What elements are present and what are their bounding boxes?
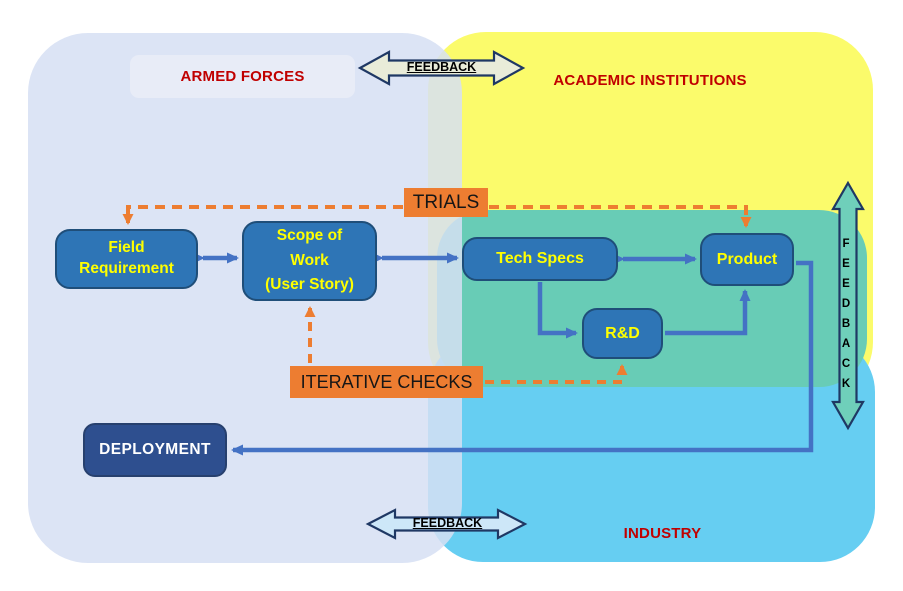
armed-forces-label-background	[130, 55, 355, 98]
node-deployment: DEPLOYMENT	[83, 423, 227, 477]
node-tech-specs: Tech Specs	[462, 237, 618, 281]
feedback-bottom-label: FEEDBACK	[412, 516, 483, 530]
feedback-right-label: FEEDBACK	[840, 238, 852, 398]
scope-of-work-line1: Scope of	[276, 226, 343, 244]
node-rnd: R&D	[582, 308, 663, 359]
academic-institutions-title: ACADEMIC INSTITUTIONS	[553, 72, 747, 89]
node-product: Product	[700, 233, 794, 286]
field-requirement-line1: Field	[108, 239, 145, 257]
industry-title: INDUSTRY	[623, 525, 702, 542]
scope-of-work-line3: (User Story)	[265, 276, 354, 294]
iterative-checks-tag: ITERATIVE CHECKS	[290, 366, 483, 398]
feedback-top-label: FEEDBACK	[406, 60, 477, 74]
trials-tag: TRIALS	[404, 188, 488, 217]
node-field-requirement: Field Requirement	[55, 229, 198, 289]
scope-of-work-line2: Work	[290, 251, 329, 269]
region-armed-forces	[28, 33, 462, 563]
armed-forces-title: ARMED FORCES	[180, 68, 305, 85]
node-scope-of-work: Scope of Work (User Story)	[242, 221, 377, 301]
field-requirement-line2: Requirement	[79, 260, 174, 277]
